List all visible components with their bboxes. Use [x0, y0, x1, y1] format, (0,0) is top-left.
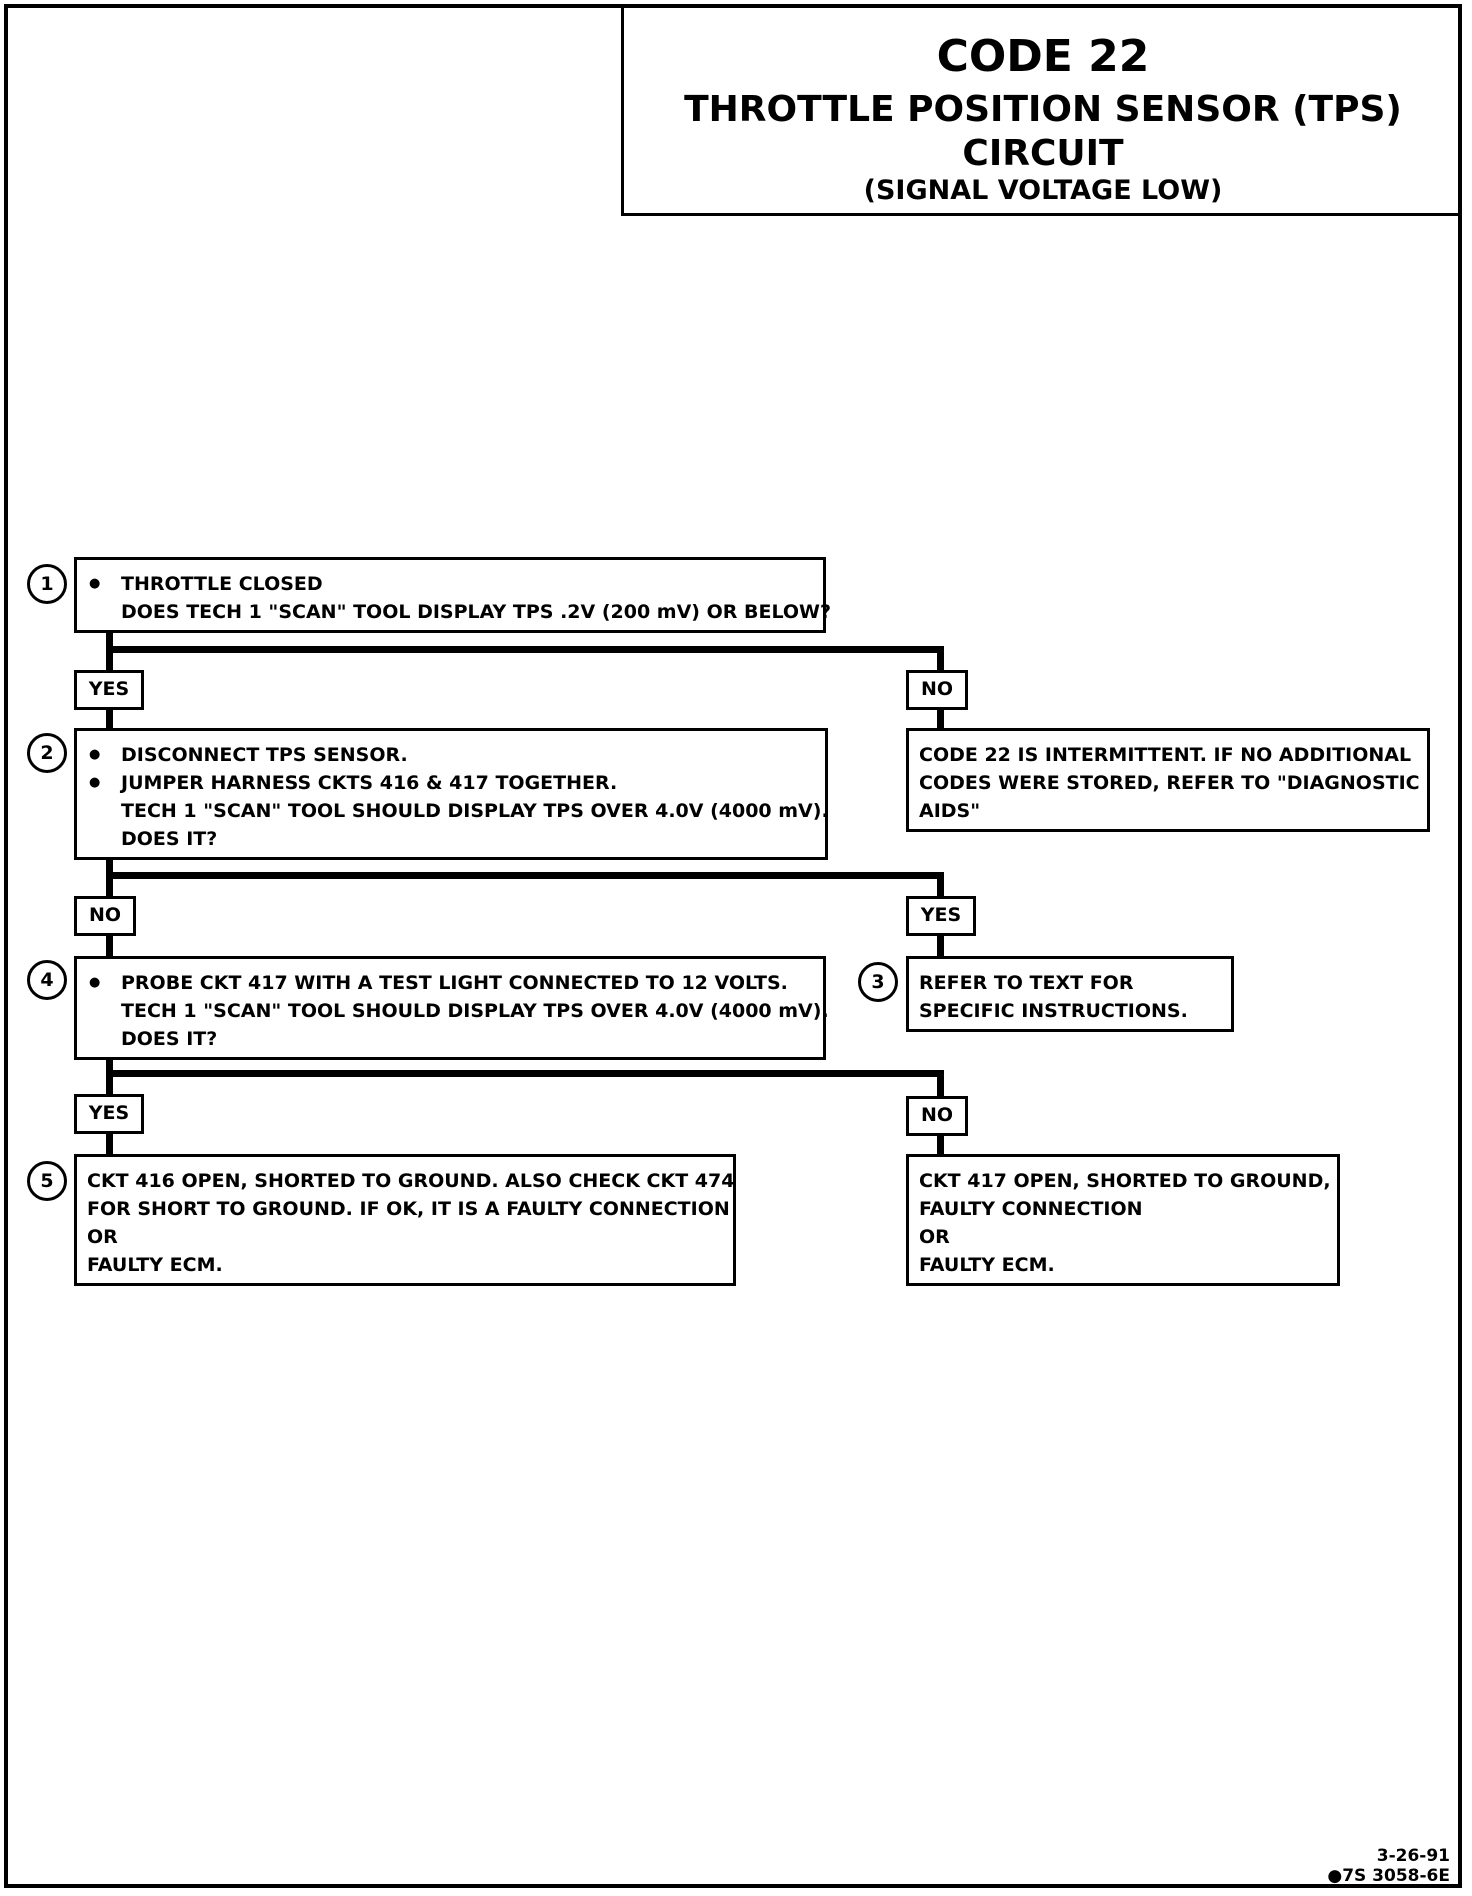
no-label-1: NO [906, 670, 968, 710]
code-title: CODE 22 [936, 31, 1150, 82]
step-3-line-1: REFER TO TEXT FOR [919, 972, 1134, 994]
intermittent-line-3: AIDS" [919, 800, 981, 822]
connector-no3-down [937, 1070, 944, 1102]
ckt417-line-4: FAULTY ECM. [919, 1254, 1055, 1276]
circuit-title: THROTTLE POSITION SENSOR (TPS) CIRCUIT [684, 89, 1402, 174]
step-2-line-1: TECH 1 "SCAN" TOOL SHOULD DISPLAY TPS OV… [121, 800, 829, 822]
no-label-3: NO [906, 1096, 968, 1136]
step-5-box: CKT 416 OPEN, SHORTED TO GROUND. ALSO CH… [74, 1154, 736, 1286]
step-2-bullet-2: JUMPER HARNESS CKTS 416 & 417 TOGETHER. [121, 772, 618, 794]
ckt417-line-1: CKT 417 OPEN, SHORTED TO GROUND, [919, 1170, 1331, 1192]
footer-date: 3-26-91 [1376, 1846, 1450, 1866]
step-number-5: 5 [27, 1161, 67, 1201]
step-number-3: 3 [858, 962, 898, 1002]
ckt417-line-2: FAULTY CONNECTION [919, 1198, 1143, 1220]
intermittent-box: CODE 22 IS INTERMITTENT. IF NO ADDITIONA… [906, 728, 1430, 832]
step-5-line-3: OR [87, 1226, 118, 1248]
yes-label-3: YES [74, 1094, 144, 1134]
connector-branch1 [106, 646, 944, 653]
intermittent-line-2: CODES WERE STORED, REFER TO "DIAGNOSTIC [919, 772, 1420, 794]
connector-yes1-down [106, 706, 113, 732]
step-4-box: PROBE CKT 417 WITH A TEST LIGHT CONNECTE… [74, 956, 829, 1060]
step-number-2: 2 [27, 733, 67, 773]
step-3-line-2: SPECIFIC INSTRUCTIONS. [919, 1000, 1188, 1022]
step-4-question: DOES IT? [121, 1028, 218, 1050]
footer-ref: 3-26-91 ●7S 3058-6E [1327, 1846, 1450, 1886]
step-4-line-1: TECH 1 "SCAN" TOOL SHOULD DISPLAY TPS OV… [121, 1000, 829, 1022]
connector-step2-down [106, 858, 113, 902]
step-2-bullet-1: DISCONNECT TPS SENSOR. [121, 744, 408, 766]
connector-no1-box [937, 706, 944, 732]
no-label-2: NO [74, 896, 136, 936]
step-2-box: DISCONNECT TPS SENSOR. JUMPER HARNESS CK… [74, 728, 829, 860]
connector-branch3 [106, 1070, 944, 1077]
yes-label-2: YES [906, 896, 976, 936]
step-1-bullet: THROTTLE CLOSED [121, 573, 323, 595]
page-border [4, 4, 1462, 1888]
connector-no2-box [106, 932, 113, 958]
yes-label-1: YES [74, 670, 144, 710]
connector-yes3-box [106, 1130, 113, 1156]
intermittent-line-1: CODE 22 IS INTERMITTENT. IF NO ADDITIONA… [919, 744, 1412, 766]
step-4-bullet: PROBE CKT 417 WITH A TEST LIGHT CONNECTE… [121, 972, 788, 994]
connector-yes2-down [937, 872, 944, 902]
footer-doc-number: ●7S 3058-6E [1327, 1866, 1450, 1886]
ckt417-result-box: CKT 417 OPEN, SHORTED TO GROUND, FAULTY … [906, 1154, 1340, 1286]
step-2-question: DOES IT? [121, 828, 218, 850]
connector-yes2-box [937, 932, 944, 958]
step-number-1: 1 [27, 564, 67, 604]
step-5-line-4: FAULTY ECM. [87, 1254, 223, 1276]
connector-no1-down [937, 646, 944, 676]
step-1-question: DOES TECH 1 "SCAN" TOOL DISPLAY TPS .2V … [121, 601, 832, 623]
step-number-4: 4 [27, 960, 67, 1000]
step-3-box: REFER TO TEXT FOR SPECIFIC INSTRUCTIONS. [906, 956, 1234, 1032]
connector-branch2 [106, 872, 944, 879]
circuit-subtitle: (SIGNAL VOLTAGE LOW) [863, 175, 1223, 206]
connector-step1-down [106, 630, 113, 676]
step-1-box: THROTTLE CLOSED DOES TECH 1 "SCAN" TOOL … [74, 557, 832, 633]
step-5-line-2: FOR SHORT TO GROUND. IF OK, IT IS A FAUL… [87, 1198, 730, 1220]
step-5-line-1: CKT 416 OPEN, SHORTED TO GROUND. ALSO CH… [87, 1170, 735, 1192]
connector-step4-down [106, 1054, 113, 1100]
ckt417-line-3: OR [919, 1226, 950, 1248]
title-block: CODE 22 THROTTLE POSITION SENSOR (TPS) C… [621, 4, 1462, 216]
connector-no3-box [937, 1132, 944, 1156]
